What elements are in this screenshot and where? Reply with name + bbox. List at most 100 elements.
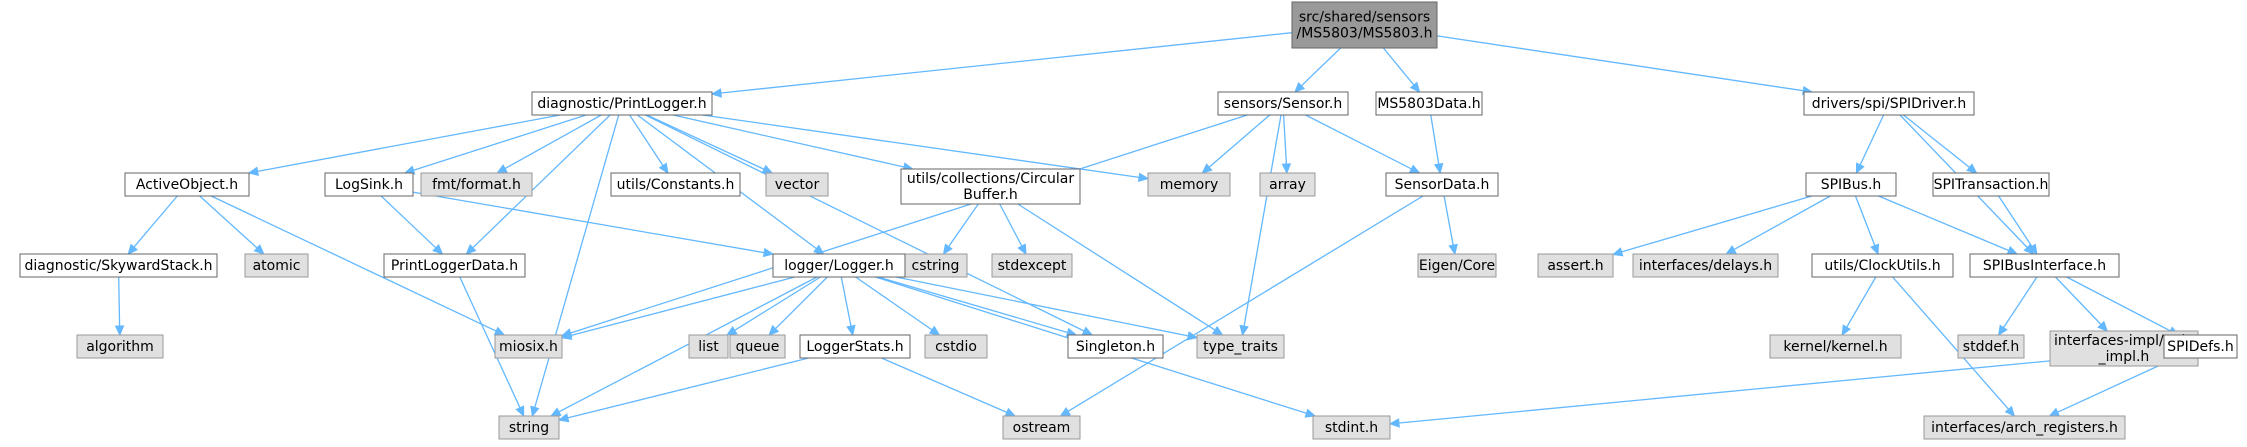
node-label: _impl.h [2098,349,2150,365]
edge-main-to-ms5803data [1382,47,1421,93]
node-sensordata[interactable]: SensorData.h [1385,172,1499,197]
edge-arrowhead [762,247,775,258]
edge-arrowhead [1201,163,1213,174]
node-label: SensorData.h [1395,177,1490,193]
edge-clockutils-to-kernel [1841,276,1877,337]
node-label: Buffer.h [963,187,1018,203]
edge-line [1443,195,1454,246]
edge-line [118,276,121,327]
edge-arrowhead [768,324,780,336]
node-label: ActiveObject.h [136,177,238,193]
edge-arrowhead [515,405,525,418]
edge-line [413,114,587,171]
edge-line [1208,114,1271,168]
edge-line [1243,114,1282,327]
node-label: kernel/kernel.h [1783,339,1887,355]
node-box [383,253,526,278]
edge-line [1067,195,1424,412]
node-kernel: kernel/kernel.h [1769,334,1902,359]
node-list: list [688,334,729,359]
node-activeobject[interactable]: ActiveObject.h [124,172,250,197]
edge-sensordata-to-eigencore [1443,195,1458,256]
node-box [1803,91,1975,116]
edge-line [2055,276,2102,325]
edge-printlogger-to-string [530,114,620,418]
edge-spibus-to-clockutils [1854,195,1880,256]
edge-ms5803data-to-sensordata [1430,114,1444,175]
edge-arrowhead [496,164,508,174]
edge-logger-to-miosix [560,276,796,341]
edge-arrowhead [1997,324,2008,337]
node-loggerstats[interactable]: LoggerStats.h [799,334,911,359]
edge-line [199,195,258,249]
node-label: diagnostic/PrintLogger.h [537,96,706,112]
edge-printlogger-to-singleton [645,114,1094,336]
edge-line [412,191,765,254]
node-sensor[interactable]: sensors/Sensor.h [1217,91,1349,116]
node-label: stddef.h [1963,339,2019,355]
node-box [799,334,911,359]
node-fmtformat: fmt/format.h [420,172,533,197]
node-singleton[interactable]: Singleton.h [1067,334,1164,359]
node-logsink[interactable]: LogSink.h [324,172,414,197]
node-constants[interactable]: utils/Constants.h [610,172,741,197]
edge-arrowhead [1408,164,1421,174]
node-spitransaction[interactable]: SPITransaction.h [1932,172,2050,197]
node-label: Singleton.h [1076,339,1155,355]
node-label: vector [775,177,820,193]
edge-arrowhead [493,326,506,336]
edge-arrowhead [114,325,125,337]
edge-logger-to-list [725,276,821,336]
node-box [772,253,906,278]
edge-arrowhead [1137,172,1150,182]
edge-logsink-to-logger [412,191,775,258]
node-miosix: miosix.h [494,334,563,359]
edge-logger-to-singleton [878,276,1078,337]
node-typetraits: type_traits [1196,334,1285,359]
node-label: queue [736,339,780,355]
node-box [1002,415,1081,440]
node-printloggerdata[interactable]: PrintLoggerData.h [383,253,526,278]
edge-arrowhead [1870,243,1880,256]
edge-arrowhead [1059,406,1072,417]
node-clockutils[interactable]: utils/ClockUtils.h [1811,253,1954,278]
node-skywardstack[interactable]: diagnostic/SkywardStack.h [19,253,218,278]
edge-arrowhead [1855,162,1865,175]
node-spidriver[interactable]: drivers/spi/SPIDriver.h [1803,91,1975,116]
edge-arrowhead [2097,320,2109,332]
edge-line [257,114,561,173]
node-printlogger[interactable]: diagnostic/PrintLogger.h [531,91,713,116]
node-label: interfaces/arch_registers.h [1931,420,2118,436]
edge-line [895,276,1189,337]
edge-line [1398,349,2165,424]
edge-printlogger-to-activeobject [247,114,561,176]
edge-printlogger-to-circularbuffer [672,114,915,172]
edge-sensor-to-miosix [560,114,1248,338]
node-ms5803data[interactable]: MS5803Data.h [1375,91,1483,116]
node-logger[interactable]: logger/Logger.h [772,253,906,278]
node-label: memory [1160,177,1219,193]
node-stdexcept: stdexcept [991,253,1073,278]
node-spidefs[interactable]: SPIDefs.h [2163,334,2238,359]
edge-circularbuffer-to-typetraits [1017,203,1224,336]
node-label: fmt/format.h [432,177,521,193]
node-main[interactable]: src/shared/sensors/MS5803/MS5803.h [1291,1,1438,49]
edge-arrowhead [1239,324,1249,337]
node-cstring: cstring [903,253,968,278]
edge-line [702,114,1140,179]
edge-line [1282,114,1288,165]
edge-arrowhead [1966,163,1978,174]
node-label: /MS5803/MS5803.h [1297,26,1433,42]
edge-arrowhead [1017,243,1027,256]
node-label: assert.h [1547,258,1603,274]
edge-arrowhead [1409,81,1421,93]
node-box [1375,91,1483,116]
edge-spidriver-to-spibus [1855,114,1885,175]
edge-arrowhead [465,243,477,255]
node-spibusinterface[interactable]: SPIBusInterface.h [1969,253,2120,278]
edge-arrowhead [253,244,265,255]
node-spibus[interactable]: SPIBus.h [1805,172,1897,197]
node-box [1385,172,1499,197]
node-box [688,334,729,359]
